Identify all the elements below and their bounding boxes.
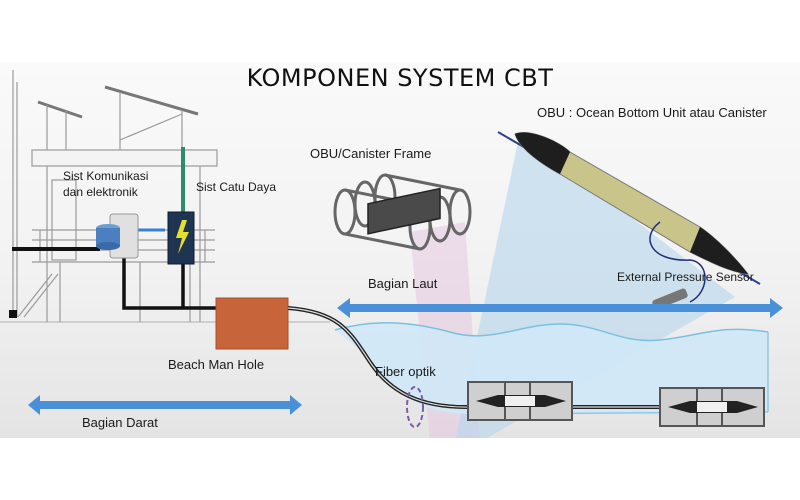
power-supply-box [167,211,195,265]
antenna-tower [9,70,18,318]
diagram-slide: KOMPONEN SYSTEM CBT Sist Komunikasi dan … [0,62,800,438]
slide-title: KOMPONEN SYSTEM CBT [246,64,554,92]
label-bagian-darat: Bagian Darat [82,415,158,430]
beach-man-hole [215,297,289,350]
label-fiber-optik: Fiber optik [375,364,436,379]
seabed-canister-frame-2 [659,387,765,427]
label-beach-man-hole: Beach Man Hole [168,357,265,372]
station-building [17,85,218,322]
fiber-marker-ellipse [406,386,424,428]
label-komunikasi-line2: dan elektronik [63,185,138,199]
server-icon [96,213,139,259]
label-obu: OBU : Ocean Bottom Unit atau Canister [537,105,767,120]
lightning-icon [176,220,189,254]
label-bagian-laut: Bagian Laut [368,276,438,291]
seabed-canister-frame-1 [467,381,573,421]
diagram-canvas [0,70,783,438]
power-cables [12,147,220,310]
sea-wave-line [334,322,769,342]
label-komunikasi-line1: Sist Komunikasi [63,169,149,183]
label-catu-daya: Sist Catu Daya [196,180,277,194]
obu-canister-frame [333,173,472,251]
bagian-laut-arrow [337,298,783,318]
obu-canister [497,131,761,310]
label-pressure-sensor: External Pressure Sensor [617,270,754,284]
bagian-darat-arrow [28,395,302,415]
label-canister-frame: OBU/Canister Frame [310,146,432,161]
